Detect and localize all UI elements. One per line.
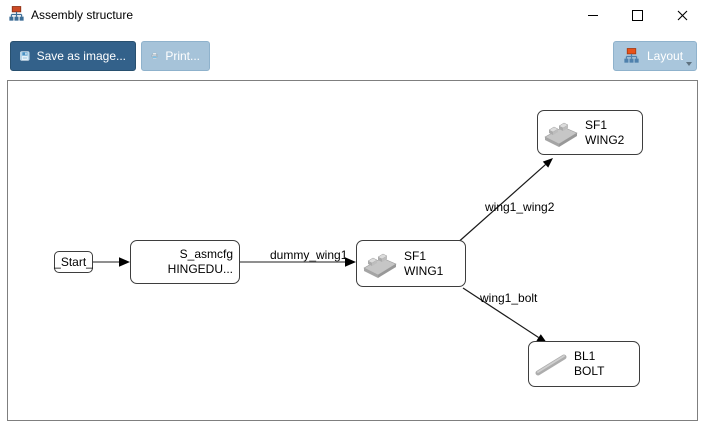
diagram-edges: [93, 158, 553, 343]
edge-wing1-to-bolt: [462, 287, 547, 343]
wing-part-icon: [361, 248, 399, 280]
edge-label-wing1-wing2: wing1_wing2: [485, 200, 555, 214]
node-start-label: _Start_: [54, 254, 93, 269]
node-wing1-text: SF1 WING1: [404, 249, 443, 279]
node-s-asmcfg-line1: S_asmcfg: [179, 247, 233, 261]
save-as-image-button[interactable]: Save as image...: [10, 41, 136, 71]
edge-label-dummy-wing1: dummy_wing1: [270, 248, 348, 262]
wing-part-icon: [542, 117, 580, 149]
save-as-image-label: Save as image...: [36, 49, 126, 63]
edge-label-wing1-bolt: wing1_bolt: [480, 291, 538, 305]
edge-wing1-to-wing2: [454, 158, 553, 246]
hierarchy-icon: [9, 6, 24, 21]
node-wing2-line2: WING2: [585, 132, 625, 147]
layout-dropdown-arrow-icon: [686, 62, 692, 66]
node-s-asmcfg[interactable]: S_asmcfg HINGEDU...: [130, 240, 240, 284]
assembly-diagram-canvas: dummy_wing1 wing1_wing2 wing1_bolt _Star…: [7, 80, 698, 421]
close-icon: [677, 10, 688, 20]
printer-icon: [151, 52, 158, 59]
node-wing1-line2: WING1: [404, 263, 444, 278]
node-wing2-text: SF1 WING2: [585, 118, 624, 148]
edge-asmcfg-to-wing1: [240, 257, 356, 267]
minimize-icon: [587, 14, 598, 16]
window-title: Assembly structure: [31, 8, 134, 22]
node-s-asmcfg-text: S_asmcfg HINGEDU...: [168, 247, 233, 277]
node-wing1-line1: SF1: [404, 248, 427, 263]
close-button[interactable]: [660, 0, 705, 30]
node-wing2-line1: SF1: [585, 117, 608, 132]
node-bolt-line1: BL1: [574, 349, 596, 363]
node-start[interactable]: _Start_: [54, 251, 93, 273]
layout-hierarchy-icon: [624, 47, 639, 63]
node-wing2[interactable]: SF1 WING2: [537, 110, 643, 155]
node-bolt-text: BL1 BOLT: [574, 349, 604, 379]
layout-button[interactable]: Layout: [613, 41, 697, 71]
node-wing1[interactable]: SF1 WING1: [356, 240, 466, 287]
print-button[interactable]: Print...: [141, 41, 210, 71]
layout-label: Layout: [647, 49, 684, 63]
print-label: Print...: [165, 49, 200, 63]
maximize-button[interactable]: [615, 0, 660, 30]
bolt-part-icon: [533, 349, 569, 379]
edge-start-to-asmcfg: [93, 257, 130, 267]
minimize-button[interactable]: [570, 0, 615, 30]
node-bolt[interactable]: BL1 BOLT: [528, 341, 640, 387]
maximize-icon: [632, 9, 643, 21]
floppy-disk-icon: [20, 51, 30, 61]
title-bar[interactable]: Assembly structure: [0, 0, 705, 30]
node-bolt-line2: BOLT: [574, 364, 605, 378]
node-s-asmcfg-line2: HINGEDU...: [167, 262, 233, 276]
